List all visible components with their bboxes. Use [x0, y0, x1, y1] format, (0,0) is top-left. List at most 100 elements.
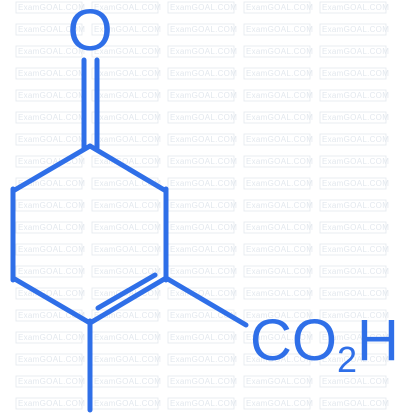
- watermark-text: ExamGOAL.COM: [18, 289, 85, 298]
- watermark-text: ExamGOAL.COM: [94, 113, 161, 122]
- bond-ring-bottom-left: [10, 275, 93, 326]
- watermark-text: ExamGOAL.COM: [322, 377, 389, 386]
- watermark-box: [243, 287, 311, 300]
- watermark-text: ExamGOAL.COM: [18, 3, 85, 12]
- watermark-text: ExamGOAL.COM: [322, 157, 389, 166]
- watermark-text: ExamGOAL.COM: [94, 3, 161, 12]
- watermark-box: [15, 353, 83, 366]
- bond-carboxyl: [163, 275, 249, 328]
- watermark-box: [243, 353, 311, 366]
- watermark-box: [243, 89, 311, 102]
- watermark-text: ExamGOAL.COM: [246, 25, 313, 34]
- watermark-text: ExamGOAL.COM: [18, 245, 85, 254]
- watermark-box: [167, 111, 235, 124]
- watermark-text: ExamGOAL.COM: [94, 399, 161, 408]
- watermark-text: ExamGOAL.COM: [94, 157, 161, 166]
- watermark-box: [319, 45, 387, 58]
- watermark-box: [15, 23, 83, 36]
- watermark-box: [167, 177, 235, 190]
- watermark-box: [91, 1, 159, 14]
- watermark-text: ExamGOAL.COM: [322, 69, 389, 78]
- watermark-box: [243, 1, 311, 14]
- watermark-box: [243, 243, 311, 256]
- watermark-box: [243, 67, 311, 80]
- watermark-text: ExamGOAL.COM: [18, 377, 85, 386]
- watermark-text: ExamGOAL.COM: [322, 113, 389, 122]
- watermark-text: ExamGOAL.COM: [94, 333, 161, 342]
- watermark-box: [91, 265, 159, 278]
- watermark-text: ExamGOAL.COM: [246, 113, 313, 122]
- watermark-text: ExamGOAL.COM: [18, 355, 85, 364]
- watermark-box: [91, 199, 159, 212]
- watermark-box: [319, 221, 387, 234]
- watermark-text: ExamGOAL.COM: [170, 201, 237, 210]
- watermark-box: [15, 221, 83, 234]
- watermark-text: ExamGOAL.COM: [94, 377, 161, 386]
- watermark-text: ExamGOAL.COM: [246, 223, 313, 232]
- watermark-text: ExamGOAL.COM: [18, 157, 85, 166]
- watermark-text: ExamGOAL.COM: [246, 135, 313, 144]
- watermark-box: [243, 331, 311, 344]
- watermark-text: ExamGOAL.COM: [94, 69, 161, 78]
- watermark-box: [243, 265, 311, 278]
- watermark-text: ExamGOAL.COM: [18, 201, 85, 210]
- bond-ring-double-inner: [95, 272, 158, 311]
- watermark-box: [319, 331, 387, 344]
- watermark-text: ExamGOAL.COM: [322, 201, 389, 210]
- watermark-box: [15, 397, 83, 410]
- watermark-box: [319, 89, 387, 102]
- carboxyl-prefix: CO: [250, 308, 337, 373]
- watermark-text: ExamGOAL.COM: [94, 245, 161, 254]
- watermark-text: ExamGOAL.COM: [170, 289, 237, 298]
- watermark-box: [91, 67, 159, 80]
- watermark-box: [15, 45, 83, 58]
- watermark-box: [91, 89, 159, 102]
- watermark-box: [319, 375, 387, 388]
- watermark-text: ExamGOAL.COM: [18, 399, 85, 408]
- watermark-text: ExamGOAL.COM: [18, 179, 85, 188]
- watermark-text: ExamGOAL.COM: [94, 25, 161, 34]
- watermark-box: [167, 353, 235, 366]
- watermark-box: [167, 397, 235, 410]
- watermark-text: ExamGOAL.COM: [170, 3, 237, 12]
- watermark-text: ExamGOAL.COM: [322, 289, 389, 298]
- watermark-box: [243, 309, 311, 322]
- watermark-box: [15, 155, 83, 168]
- watermark-box: [319, 397, 387, 410]
- watermark-box: [243, 221, 311, 234]
- watermark-text: ExamGOAL.COM: [246, 69, 313, 78]
- watermark-box: [319, 309, 387, 322]
- watermark-box: [319, 1, 387, 14]
- watermark-box: [91, 111, 159, 124]
- watermark-text: ExamGOAL.COM: [170, 223, 237, 232]
- watermark-text: ExamGOAL.COM: [322, 223, 389, 232]
- watermark-box: [167, 67, 235, 80]
- watermark-text: ExamGOAL.COM: [170, 157, 237, 166]
- watermark-text: ExamGOAL.COM: [170, 47, 237, 56]
- watermark-text: ExamGOAL.COM: [18, 223, 85, 232]
- watermark-text: ExamGOAL.COM: [322, 267, 389, 276]
- watermark-text: ExamGOAL.COM: [246, 245, 313, 254]
- watermark-box: [167, 331, 235, 344]
- watermark-text: ExamGOAL.COM: [170, 25, 237, 34]
- watermark-text: ExamGOAL.COM: [18, 47, 85, 56]
- watermark-box: [243, 45, 311, 58]
- watermark-text: ExamGOAL.COM: [246, 377, 313, 386]
- watermark-box: [15, 331, 83, 344]
- watermark-box: [15, 1, 83, 14]
- watermark-text: ExamGOAL.COM: [246, 267, 313, 276]
- watermark-box: [319, 199, 387, 212]
- watermark-text: ExamGOAL.COM: [170, 355, 237, 364]
- watermark-text: ExamGOAL.COM: [170, 267, 237, 276]
- watermark-text: ExamGOAL.COM: [322, 311, 389, 320]
- watermark-text: ExamGOAL.COM: [18, 311, 85, 320]
- carboxyl-group-label: CO2H: [250, 308, 399, 380]
- carboxyl-suffix: H: [357, 308, 399, 373]
- watermark-box: [243, 397, 311, 410]
- watermark-text: ExamGOAL.COM: [246, 179, 313, 188]
- watermark-text: ExamGOAL.COM: [170, 179, 237, 188]
- watermark-box: [15, 177, 83, 190]
- watermark-text: ExamGOAL.COM: [246, 3, 313, 12]
- watermark-text: ExamGOAL.COM: [170, 113, 237, 122]
- watermark-box: [167, 133, 235, 146]
